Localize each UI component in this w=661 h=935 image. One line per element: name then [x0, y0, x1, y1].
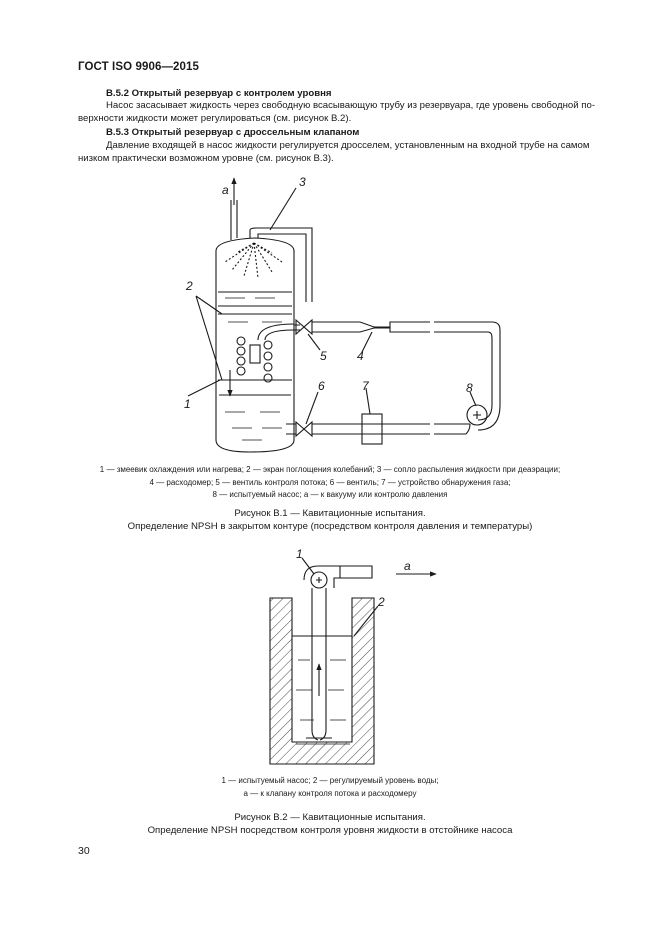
label-8: 8 — [466, 381, 473, 395]
section-heading-b52: В.5.2 Открытый резервуар с контролем уро… — [106, 88, 332, 99]
paragraph-line: Давление входящей в насос жидкости регул… — [106, 140, 590, 151]
legend-line: 1 — змеевик охлаждения или нагрева; 2 — … — [99, 465, 561, 474]
section-heading-b53: В.5.3 Открытый резервуар с дроссельным к… — [106, 127, 360, 138]
valve-6 — [295, 420, 313, 438]
legend-line: a — к клапану контроля потока и расходом… — [243, 788, 417, 798]
label-a: a — [222, 183, 229, 197]
label-2: 2 — [185, 279, 193, 293]
legend-line: 8 — испытуемый насос; a — к вакууму или … — [212, 490, 448, 499]
spray-nozzle — [224, 242, 283, 279]
label-1: 1 — [184, 397, 191, 411]
label-4: 4 — [357, 349, 364, 363]
sump-walls — [269, 597, 375, 765]
figure-b1-legend: 1 — змеевик охлаждения или нагрева; 2 — … — [60, 464, 600, 502]
label-a-b2: a — [404, 559, 411, 573]
caption-line: Определение NPSH посредством контроля ур… — [147, 825, 513, 836]
caption-line: Рисунок В.1 — Кавитационные испытания. — [234, 508, 426, 519]
label-6: 6 — [318, 379, 325, 393]
heating-coil — [236, 336, 273, 383]
section-text-b52: Насос засасывает жидкость через свободну… — [78, 100, 618, 125]
gas-detector — [361, 413, 383, 445]
test-pump-b2 — [310, 571, 328, 589]
figure-b1-caption: Рисунок В.1 — Кавитационные испытания. О… — [60, 507, 600, 533]
section-text-b53: Давление входящей в насос жидкости регул… — [78, 140, 618, 165]
vessel — [215, 237, 295, 453]
legend-line: 4 — расходомер; 5 — вентиль контроля пот… — [149, 477, 511, 487]
caption-line: Рисунок В.2 — Кавитационные испытания. — [234, 812, 426, 823]
caption-line: Определение NPSH в закрытом контуре (пос… — [127, 521, 533, 532]
label-7: 7 — [362, 379, 370, 393]
figure-b2-caption: Рисунок В.2 — Кавитационные испытания. О… — [60, 811, 600, 837]
label-3: 3 — [299, 175, 306, 189]
label-2-b2: 2 — [377, 595, 385, 609]
paragraph-line: низком практически возможном уровне (см.… — [78, 152, 334, 164]
page-number: 30 — [78, 845, 90, 857]
legend-line: 1 — испытуемый насос; 2 — регулируемый у… — [221, 776, 439, 785]
paragraph-line: верхности жидкости может регулироваться … — [78, 112, 352, 124]
valve-5 — [295, 318, 313, 336]
paragraph-line: Насос засасывает жидкость через свободну… — [106, 100, 596, 111]
label-1-b2: 1 — [296, 547, 303, 561]
document-header: ГОСТ ISO 9906—2015 — [78, 61, 200, 73]
label-5: 5 — [320, 349, 327, 363]
figure-b2-legend: 1 — испытуемый насос; 2 — регулируемый у… — [60, 775, 600, 800]
test-pump — [466, 404, 488, 426]
